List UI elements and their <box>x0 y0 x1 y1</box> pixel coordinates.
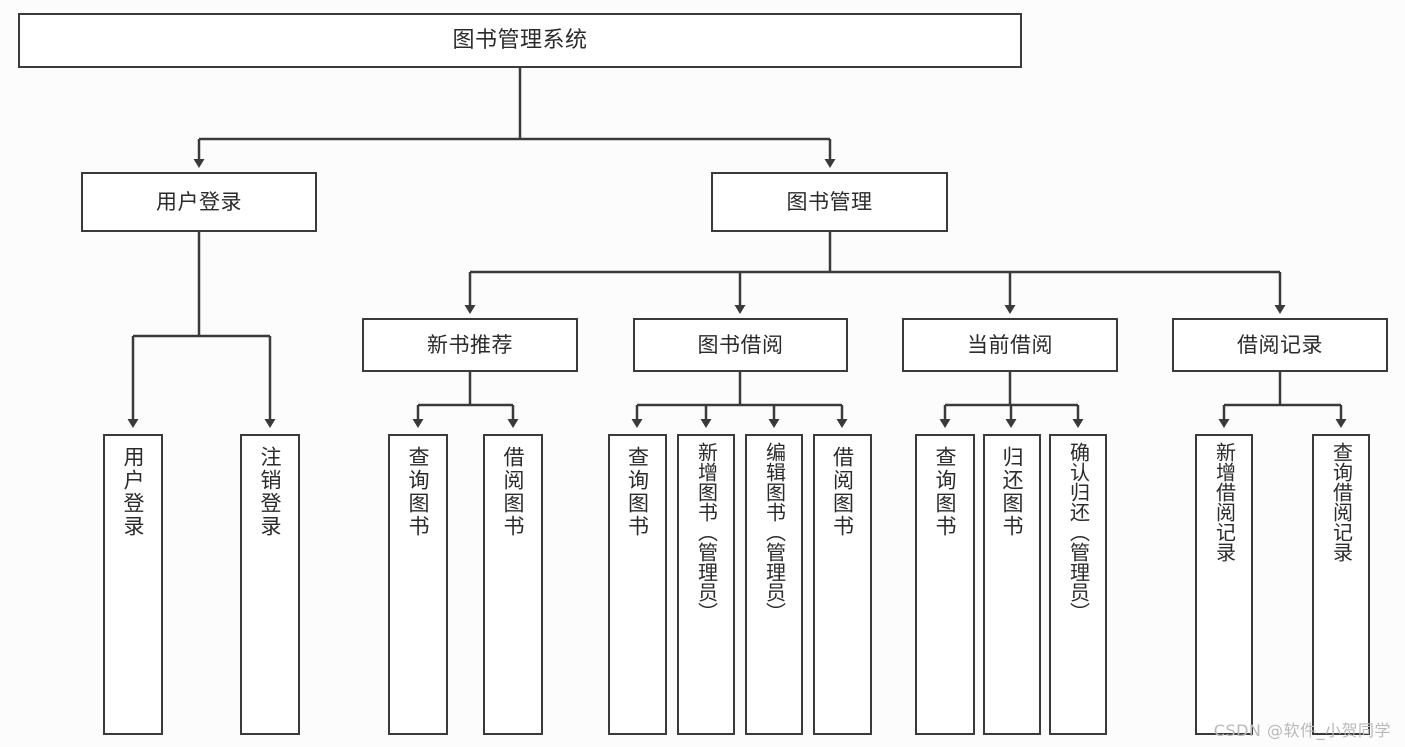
node-borrow-record[interactable]: 借阅记录 <box>1172 318 1388 372</box>
node-label: 图书管理 <box>786 189 873 214</box>
leaf-new-book-borrow[interactable]: 借阅图书 <box>483 434 543 735</box>
leaf-borrow-record-query[interactable]: 查询借阅记录 <box>1312 434 1370 735</box>
node-label: 借阅图书 <box>501 446 526 538</box>
leaf-borrow-record-add[interactable]: 新增借阅记录 <box>1195 434 1253 735</box>
node-current-borrow[interactable]: 当前借阅 <box>902 318 1118 372</box>
leaf-current-borrow-query[interactable]: 查询图书 <box>915 434 975 735</box>
node-book-management[interactable]: 图书管理 <box>711 172 948 232</box>
node-label: 借阅图书 <box>830 446 855 538</box>
node-label: 新增借阅记录 <box>1212 442 1237 562</box>
leaf-user-login-logout[interactable]: 注销登录 <box>240 434 300 735</box>
node-label: 查询借阅记录 <box>1329 442 1354 562</box>
node-label: 图书借阅 <box>697 332 784 357</box>
node-label: 查询图书 <box>625 446 650 538</box>
node-label: 查询图书 <box>406 446 431 538</box>
node-label: 新增图书（管理员） <box>694 442 719 622</box>
node-new-book-recommend[interactable]: 新书推荐 <box>362 318 578 372</box>
node-label: 当前借阅 <box>967 332 1053 357</box>
leaf-current-borrow-confirm[interactable]: 确认归还（管理员） <box>1049 434 1107 735</box>
leaf-user-login-login[interactable]: 用户登录 <box>103 434 163 735</box>
node-label: 查询图书 <box>933 446 958 538</box>
node-label: 确认归还（管理员） <box>1066 442 1091 622</box>
node-label: 借阅记录 <box>1237 332 1323 357</box>
leaf-book-borrow-borrow[interactable]: 借阅图书 <box>813 434 872 735</box>
node-book-borrow[interactable]: 图书借阅 <box>633 318 848 372</box>
leaf-new-book-query[interactable]: 查询图书 <box>388 434 448 735</box>
node-label: 图书管理系统 <box>452 27 588 53</box>
node-label: 用户登录 <box>156 189 242 214</box>
node-root-system[interactable]: 图书管理系统 <box>18 13 1022 68</box>
node-label: 新书推荐 <box>427 332 513 357</box>
leaf-book-borrow-query[interactable]: 查询图书 <box>608 434 667 735</box>
node-label: 编辑图书（管理员） <box>762 442 787 622</box>
node-label: 用户登录 <box>121 446 146 538</box>
node-label: 注销登录 <box>258 446 283 538</box>
node-label: 归还图书 <box>1000 446 1025 538</box>
csdn-watermark: CSDN @软件_小贺同学 <box>1213 721 1391 740</box>
leaf-current-borrow-return[interactable]: 归还图书 <box>983 434 1041 735</box>
leaf-book-borrow-add[interactable]: 新增图书（管理员） <box>677 434 735 735</box>
node-user-login[interactable]: 用户登录 <box>81 172 317 232</box>
leaf-book-borrow-edit[interactable]: 编辑图书（管理员） <box>745 434 803 735</box>
